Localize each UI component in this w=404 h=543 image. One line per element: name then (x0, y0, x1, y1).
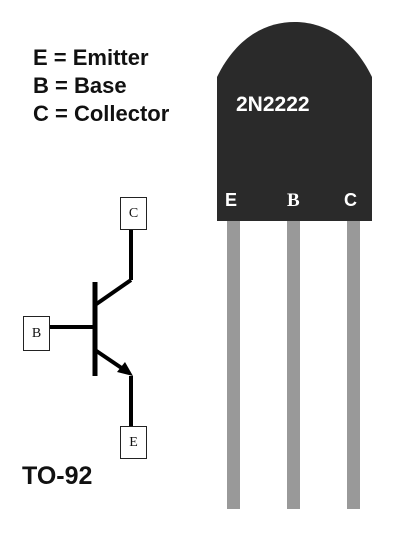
pin-label-collector: C (344, 190, 357, 210)
pin-label-base: B (287, 190, 300, 211)
collector-lead-pin (347, 221, 360, 509)
package-body (217, 77, 372, 221)
package-type-label: TO-92 (22, 462, 93, 490)
pin-legend: E = Emitter B = Base C = Collector (33, 44, 169, 128)
emitter-terminal-label: E (120, 426, 147, 459)
legend-item-emitter: E = Emitter (33, 45, 149, 70)
legend-item-base: B = Base (33, 73, 127, 98)
pin-label-emitter: E (225, 190, 238, 210)
emitter-lead-pin (227, 221, 240, 509)
base-terminal-label: B (23, 316, 50, 351)
legend-item-collector: C = Collector (33, 101, 170, 126)
collector-terminal-label: C (120, 197, 147, 230)
part-number: 2N2222 (236, 93, 310, 116)
emitter-arrow (117, 362, 133, 376)
base-lead-pin (287, 221, 300, 509)
npn-transistor-symbol (50, 230, 133, 426)
package-rounded-top (217, 22, 372, 80)
collector-lead (93, 278, 133, 307)
